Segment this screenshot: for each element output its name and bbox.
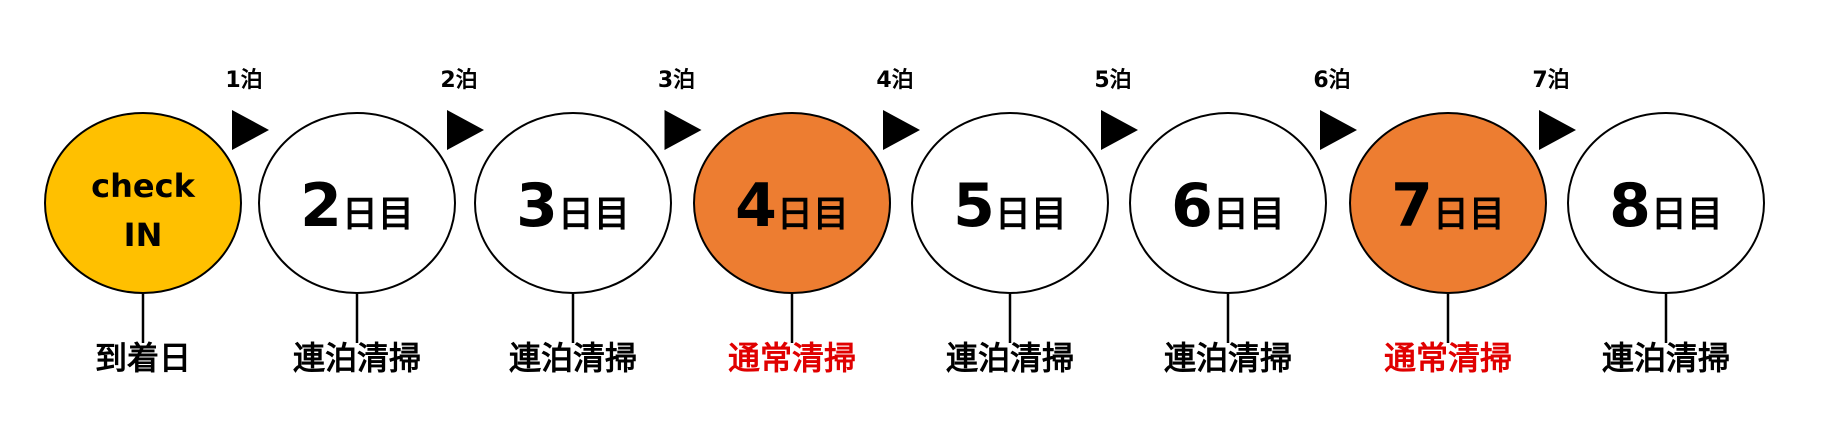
day-circle: [1349, 112, 1547, 294]
night-step-3: 3泊: [658, 68, 702, 150]
checkin-line-1: check: [91, 167, 195, 205]
day-circle: [44, 112, 242, 294]
day-circle: [474, 112, 672, 294]
cleaning-label: 連泊清掃: [1164, 339, 1292, 377]
day-suffix: 日目: [558, 194, 630, 235]
arrow-right-icon: [1101, 110, 1138, 150]
arrow-right-icon: [1539, 110, 1576, 150]
cleaning-label: 通常清掃: [1384, 339, 1512, 377]
night-label: 7泊: [1532, 68, 1569, 93]
day-number-label: 5日目: [953, 171, 1067, 241]
day-circle: [258, 112, 456, 294]
day-number: 4: [735, 171, 777, 241]
day-suffix: 日目: [1433, 194, 1505, 235]
night-label: 4泊: [876, 68, 913, 93]
day-circle: [1129, 112, 1327, 294]
day-number-label: 3日目: [516, 171, 630, 241]
night-step-4: 4泊: [876, 68, 920, 150]
day-number-label: 2日目: [300, 171, 414, 241]
day-suffix: 日目: [777, 194, 849, 235]
day-number: 7: [1391, 171, 1433, 241]
arrow-right-icon: [447, 110, 484, 150]
night-label: 1泊: [225, 68, 262, 93]
cleaning-label: 連泊清掃: [293, 339, 421, 377]
night-label: 2泊: [440, 68, 477, 93]
day-suffix: 日目: [995, 194, 1067, 235]
day-number-label: 4日目: [735, 171, 849, 241]
day-suffix: 日目: [1651, 194, 1723, 235]
day-suffix: 日目: [1213, 194, 1285, 235]
day-circle: [693, 112, 891, 294]
cleaning-label: 到着日: [95, 339, 191, 377]
day-number-label: 6日目: [1171, 171, 1285, 241]
arrow-right-icon: [1320, 110, 1357, 150]
day-circle: [1567, 112, 1765, 294]
day-number: 8: [1609, 171, 1651, 241]
night-step-5: 5泊: [1094, 68, 1138, 150]
arrow-right-icon: [664, 110, 702, 150]
night-label: 3泊: [658, 68, 695, 93]
cleaning-label: 連泊清掃: [509, 339, 637, 377]
night-step-1: 1泊: [225, 68, 269, 150]
cleaning-label: 通常清掃: [728, 339, 856, 377]
day-suffix: 日目: [342, 194, 414, 235]
night-label: 6泊: [1313, 68, 1350, 93]
day-number-label: 7日目: [1391, 171, 1505, 241]
cleaning-label: 連泊清掃: [1602, 339, 1730, 377]
night-step-2: 2泊: [440, 68, 484, 150]
cleaning-label: 連泊清掃: [946, 339, 1074, 377]
day-number: 5: [953, 171, 995, 241]
day-number: 6: [1171, 171, 1213, 241]
arrow-right-icon: [883, 110, 920, 150]
night-step-7: 7泊: [1532, 68, 1576, 150]
night-step-6: 6泊: [1313, 68, 1357, 150]
day-number-label: 8日目: [1609, 171, 1723, 241]
day-number: 3: [516, 171, 558, 241]
arrow-right-icon: [232, 110, 269, 150]
night-label: 5泊: [1094, 68, 1131, 93]
checkin-line-2: IN: [124, 216, 163, 254]
day-circle: [911, 112, 1109, 294]
day-number: 2: [300, 171, 342, 241]
